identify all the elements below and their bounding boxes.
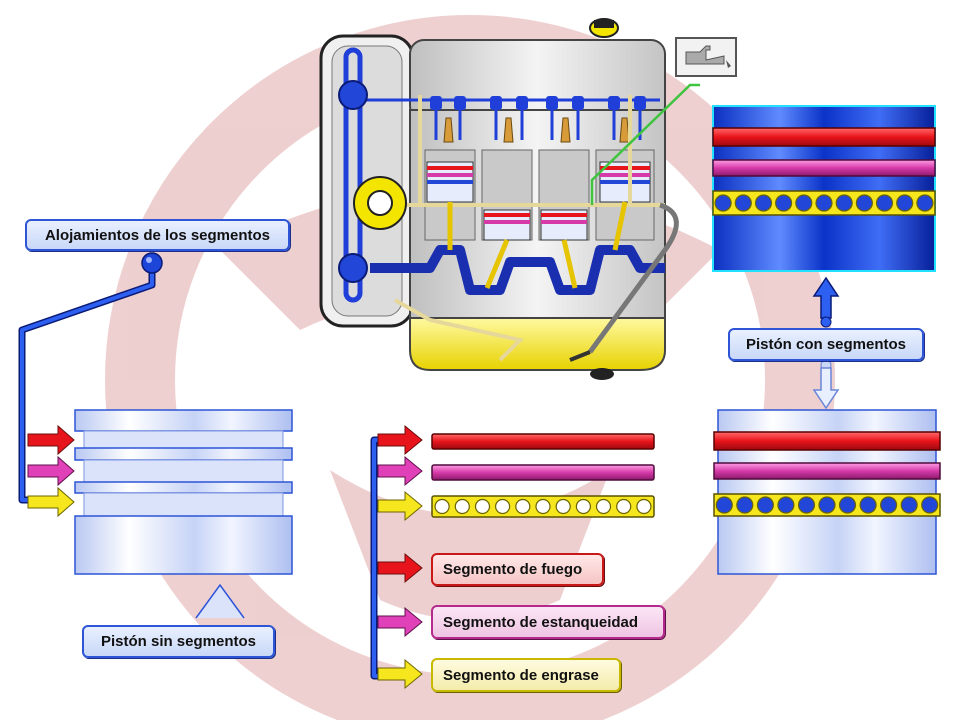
oil-hole (736, 496, 754, 514)
oil-ring-holes (715, 496, 939, 514)
oil-hole (900, 496, 918, 514)
oil-hole (636, 498, 652, 515)
piston-with-rings-top (712, 105, 936, 272)
label-piston-with-rings: Pistón con segmentos (728, 328, 924, 361)
oil-hole (714, 194, 732, 212)
oil-hole (734, 194, 752, 212)
oil-ring-holes (714, 194, 934, 212)
oil-hole (474, 498, 491, 515)
oil-hole (818, 496, 836, 514)
oil-hole (838, 496, 857, 514)
oil-hole (515, 498, 531, 515)
oil-hole (454, 498, 470, 515)
oil-hole (756, 496, 775, 514)
oil-hole (859, 496, 877, 514)
label-grooves: Alojamientos de los segmentos (25, 219, 290, 251)
label-ring-fire: Segmento de fuego (431, 553, 604, 586)
oil-hole (535, 498, 551, 515)
oil-hole (879, 496, 898, 514)
engine-cutaway (319, 18, 700, 380)
oil-hole (575, 498, 592, 515)
oil-hole (616, 498, 632, 515)
label-ring-seal: Segmento de estanqueidad (431, 605, 665, 639)
oil-hole (434, 498, 450, 515)
oil-hole (774, 194, 793, 212)
oil-hole (777, 496, 795, 514)
oil-hole (797, 496, 816, 514)
oil-hole (795, 194, 813, 212)
oil-can-icon (675, 37, 737, 77)
oil-ring-holes (434, 498, 652, 515)
oil-hole (875, 194, 894, 212)
oil-hole (555, 498, 571, 515)
oil-hole (835, 194, 853, 212)
oil-hole (595, 498, 612, 515)
oil-hole (754, 194, 773, 212)
callout-pointer-left (195, 583, 245, 619)
arrow-right-icon (377, 424, 423, 690)
arrow-right-icon (27, 424, 75, 518)
label-piston-without-rings: Pistón sin segmentos (82, 625, 275, 658)
oil-hole (855, 194, 874, 212)
double-arrow-icon (812, 276, 840, 410)
piston-without-rings (74, 409, 293, 575)
oil-hole (921, 496, 939, 514)
oil-hole (815, 194, 833, 212)
groove-leader-line (18, 252, 163, 504)
piston-with-rings-bottom (713, 409, 941, 575)
oil-hole (896, 194, 914, 212)
label-ring-oil: Segmento de engrase (431, 658, 621, 692)
oil-hole (495, 498, 511, 515)
oil-hole (916, 194, 934, 212)
oil-hole (715, 496, 733, 514)
